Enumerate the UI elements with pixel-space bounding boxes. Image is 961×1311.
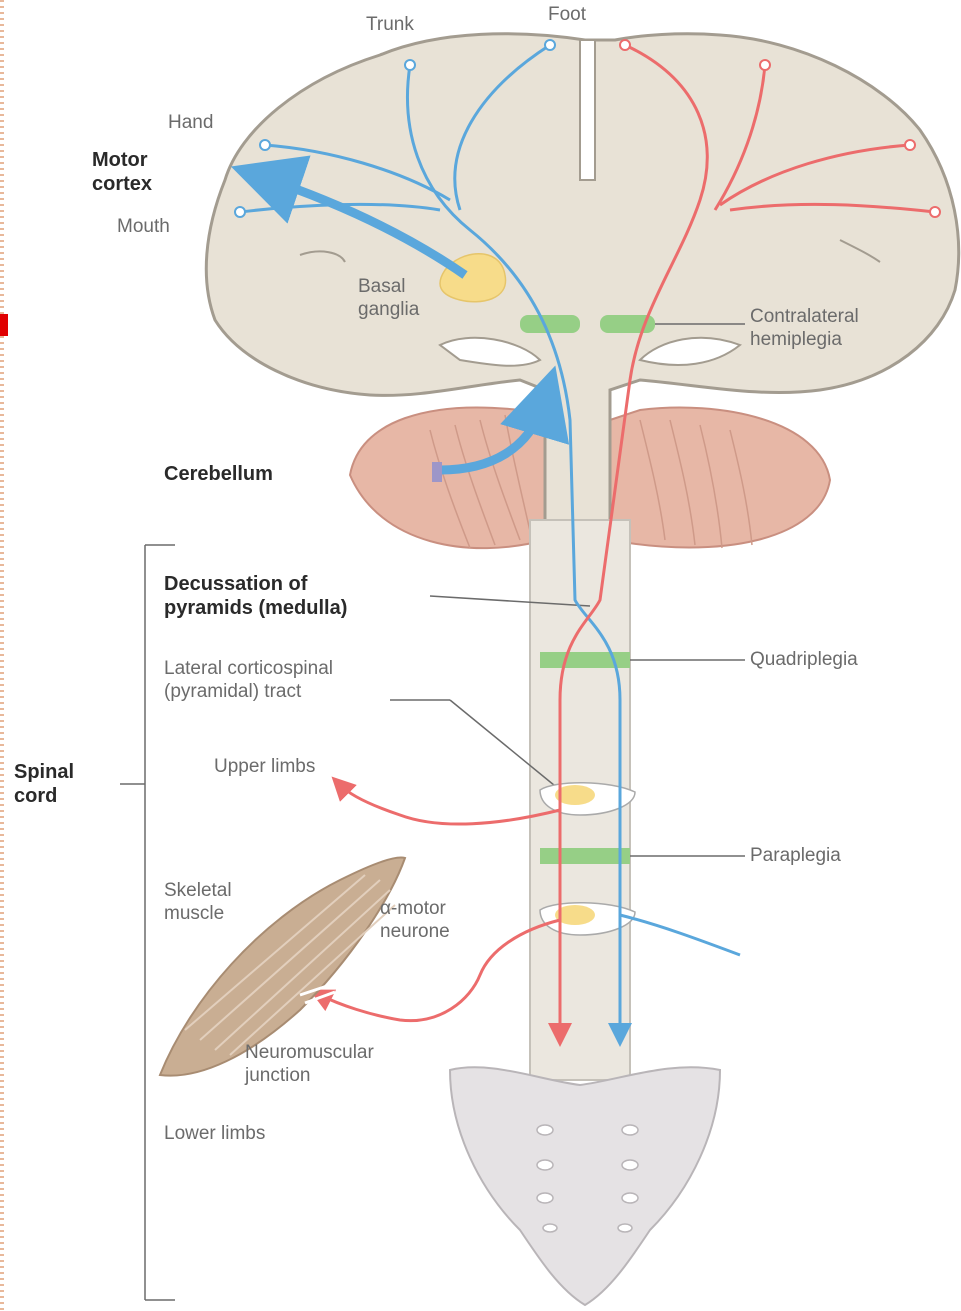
label-hand: Hand bbox=[168, 112, 213, 135]
label-trunk: Trunk bbox=[366, 14, 414, 37]
label-neuromuscular-junction: Neuromuscular junction bbox=[245, 1042, 374, 1088]
label-foot: Foot bbox=[548, 4, 586, 27]
sacrum bbox=[450, 1067, 720, 1305]
label-motor-cortex: Motor cortex bbox=[92, 148, 152, 196]
label-skeletal-muscle: Skeletal muscle bbox=[164, 880, 232, 926]
label-spinal-cord: Spinal cord bbox=[14, 760, 74, 808]
label-basal-ganglia: Basal ganglia bbox=[358, 276, 419, 322]
label-quadriplegia: Quadriplegia bbox=[750, 649, 858, 672]
label-cerebellum: Cerebellum bbox=[164, 462, 273, 486]
label-contralateral-hemiplegia: Contralateral hemiplegia bbox=[750, 306, 859, 352]
label-paraplegia: Paraplegia bbox=[750, 845, 841, 868]
label-lateral-corticospinal-tract: Lateral corticospinal (pyramidal) tract bbox=[164, 658, 333, 704]
label-decussation: Decussation of pyramids (medulla) bbox=[164, 572, 347, 620]
label-mouth: Mouth bbox=[117, 216, 170, 239]
cerebellar-nucleus bbox=[432, 462, 442, 482]
label-lower-limbs: Lower limbs bbox=[164, 1123, 265, 1146]
label-alpha-motor-neurone: α-motor neurone bbox=[380, 898, 450, 944]
label-upper-limbs: Upper limbs bbox=[214, 756, 315, 779]
